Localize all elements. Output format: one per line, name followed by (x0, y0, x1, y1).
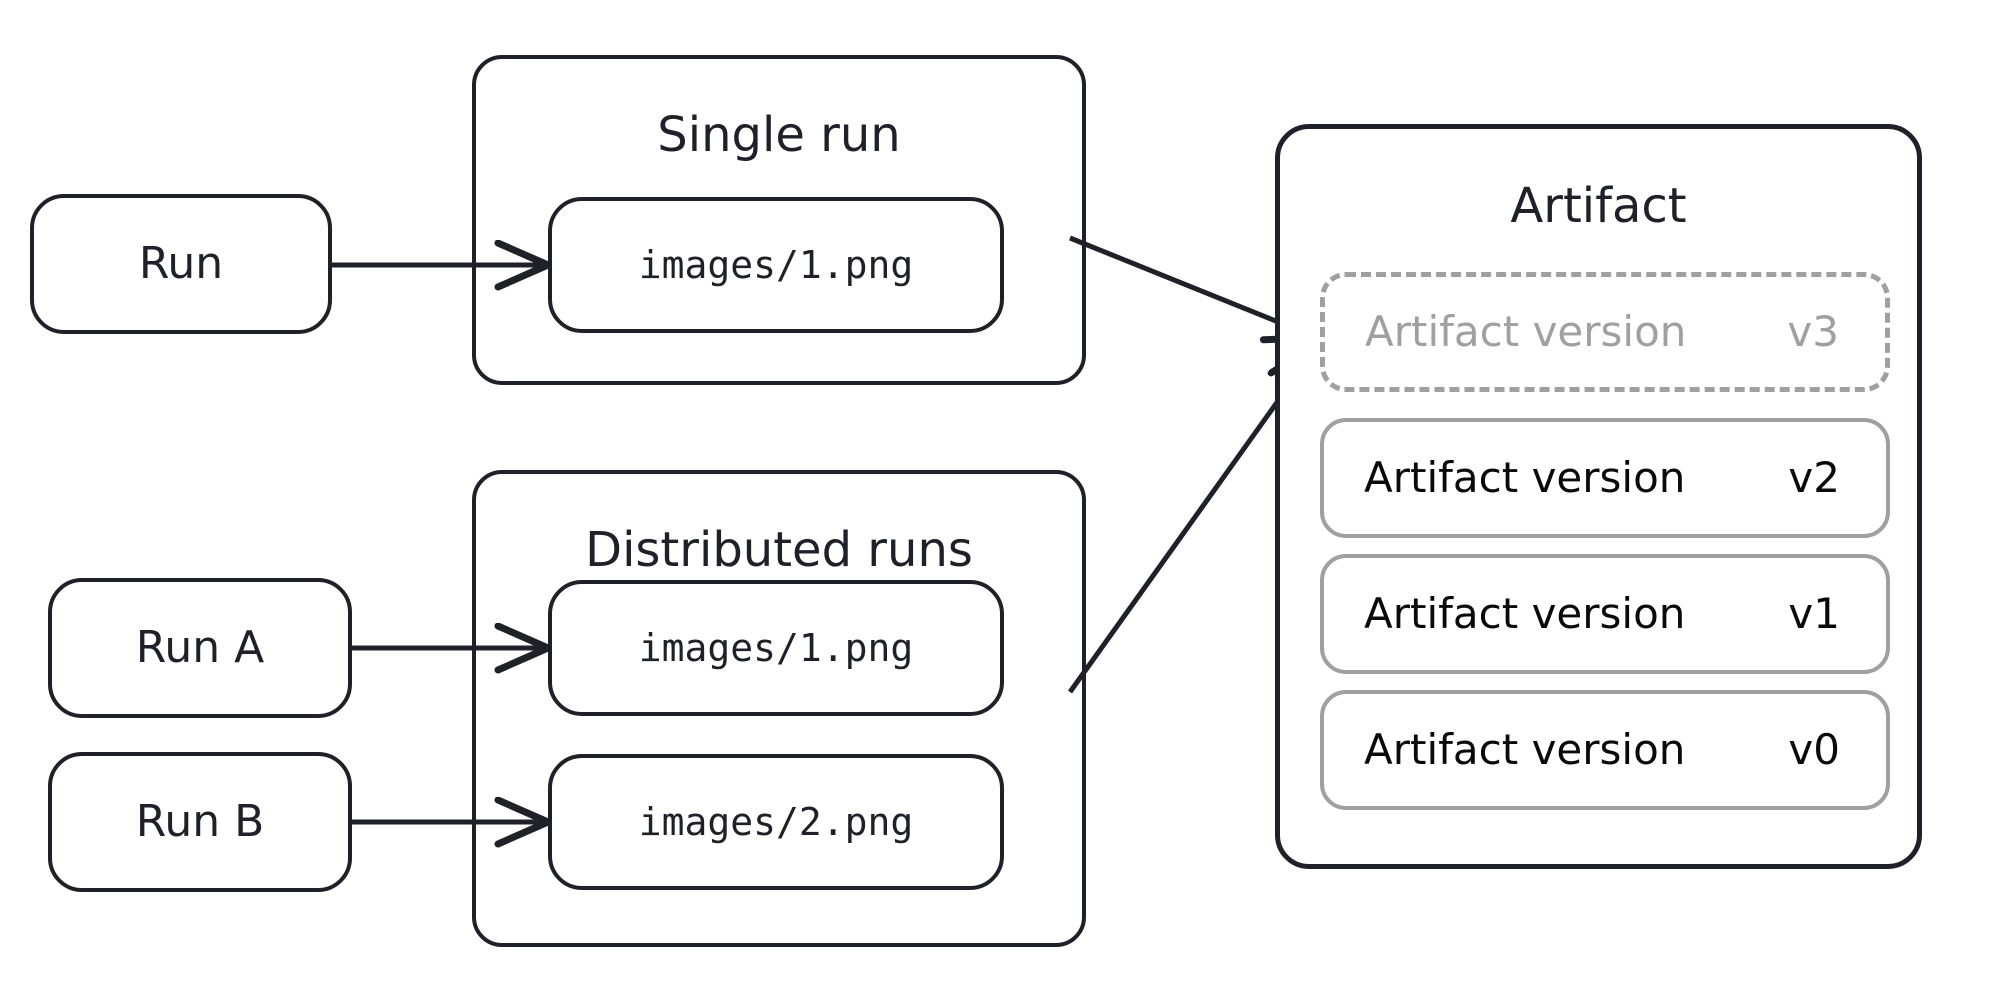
artifact-version-row-v2-name: Artifact version (1364, 453, 1686, 502)
group-single-run-title: Single run (657, 107, 901, 163)
file-node-distributed-images-1-label: images/1.png (638, 626, 914, 670)
node-run-a[interactable]: Run A (48, 578, 352, 718)
node-run-b[interactable]: Run B (48, 752, 352, 892)
artifact-version-row-v0[interactable]: Artifact version v0 (1320, 690, 1890, 810)
group-distributed-runs-title: Distributed runs (585, 522, 973, 578)
node-run-b-label: Run B (135, 796, 265, 847)
artifact-version-row-v3-name: Artifact version (1365, 307, 1687, 356)
file-node-distributed-images-2-label: images/2.png (638, 800, 914, 844)
file-node-single-images-1-label: images/1.png (638, 243, 914, 287)
artifact-version-row-v0-name: Artifact version (1364, 725, 1686, 774)
node-run[interactable]: Run (30, 194, 332, 334)
file-node-single-images-1[interactable]: images/1.png (548, 197, 1004, 333)
artifact-version-row-v0-tag: v0 (1788, 725, 1840, 774)
artifact-panel-title: Artifact (1510, 178, 1687, 234)
group-single-run: Single run (472, 55, 1086, 385)
file-node-distributed-images-1[interactable]: images/1.png (548, 580, 1004, 716)
artifact-version-row-v1-name: Artifact version (1364, 589, 1686, 638)
node-run-a-label: Run A (135, 622, 265, 673)
artifact-version-row-v1[interactable]: Artifact version v1 (1320, 554, 1890, 674)
artifact-version-row-v2-tag: v2 (1788, 453, 1840, 502)
artifact-version-row-v3-tag: v3 (1787, 307, 1839, 356)
artifact-version-row-v3[interactable]: Artifact version v3 (1320, 272, 1890, 392)
node-run-label: Run (138, 238, 224, 289)
artifact-version-row-v1-tag: v1 (1788, 589, 1840, 638)
artifact-version-row-v2[interactable]: Artifact version v2 (1320, 418, 1890, 538)
file-node-distributed-images-2[interactable]: images/2.png (548, 754, 1004, 890)
group-distributed-runs: Distributed runs (472, 470, 1086, 947)
artifact-panel: Artifact Artifact version v3 Artifact ve… (1275, 124, 1922, 869)
